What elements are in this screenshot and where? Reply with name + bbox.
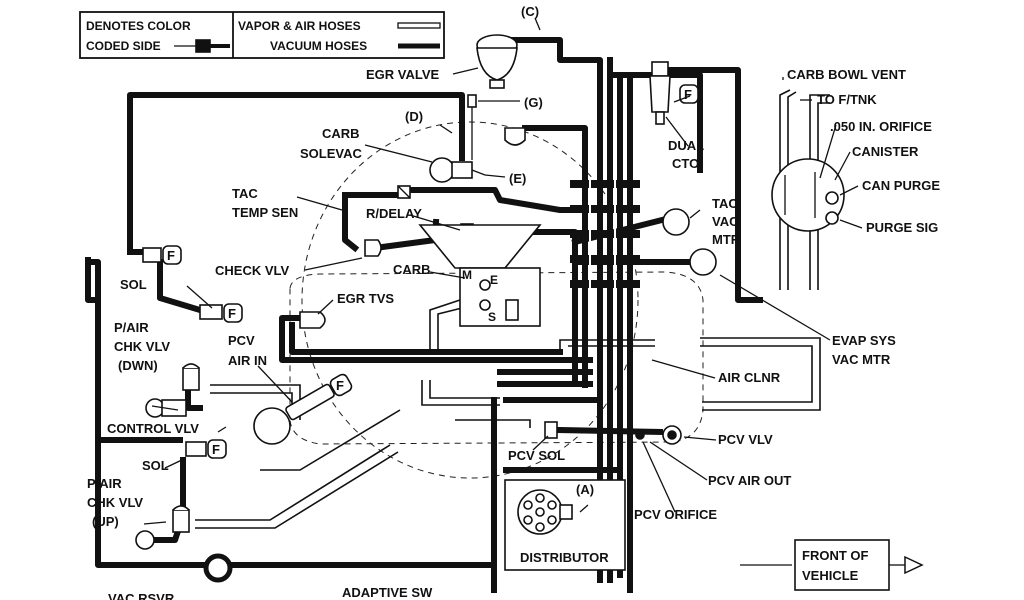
carb-port-m-label: M [462, 268, 472, 282]
label-check-vlv: CHECK VLV [215, 263, 289, 278]
label-vac-rsvr: VAC RSVR [108, 591, 175, 600]
legend-color-coded-text-2: CODED SIDE [86, 39, 161, 53]
dual-cto-icon [649, 61, 671, 125]
label-pcv-vlv: PCV VLV [718, 432, 773, 447]
label-d: (D) [405, 109, 423, 124]
solenoid-icon [142, 247, 223, 457]
label-pcv-air-out: PCV AIR OUT [708, 473, 791, 488]
label-g: (G) [524, 95, 543, 110]
p-air-check-valve-dwn-icon [182, 363, 200, 391]
label-adaptive-sw: ADAPTIVE SW [342, 585, 433, 600]
f-tag-text: F [212, 442, 220, 457]
leader-lines [143, 17, 863, 566]
f-tag-icon [223, 303, 243, 323]
label-tac-vac-mtr-3: MTR [712, 232, 741, 247]
f-tag-text: F [336, 378, 344, 393]
label-dual-cto-2: CTO [672, 156, 699, 171]
label-pcv-air-in-2: AIR IN [228, 353, 267, 368]
label-p-air-dwn-1: P/AIR [114, 320, 149, 335]
label-distributor: DISTRIBUTOR [520, 550, 609, 565]
canister-icon [771, 158, 845, 232]
pcv-sol-icon [544, 421, 558, 439]
manifold-bars [570, 178, 640, 292]
label-air-clnr: AIR CLNR [718, 370, 781, 385]
label-p-air-up-2: CHK VLV [87, 495, 143, 510]
legend-color-coded-text-1: DENOTES COLOR [86, 19, 191, 33]
labels: (C) EGR VALVE (G) (D) CARB SOLEVAC (E) T… [87, 4, 940, 600]
front-text-1: FRONT OF [802, 548, 868, 563]
label-tac-vac-mtr-2: VAC [712, 214, 739, 229]
label-evap-2: VAC MTR [832, 352, 891, 367]
tac-vac-motor-icon [662, 208, 690, 236]
legend-vapor-air-swatch [397, 22, 441, 29]
label-control-vlv: CONTROL VLV [107, 421, 199, 436]
egr-valve-icon [476, 34, 518, 89]
label-dual-cto-1: DUAL [668, 138, 704, 153]
label-p-air-dwn-3: (DWN) [118, 358, 158, 373]
evap-vac-motor-icon [689, 248, 717, 276]
pcv-air-in-icon [253, 383, 335, 445]
f-tag-text: F [684, 87, 692, 102]
carb-port-s-label: S [488, 310, 496, 324]
label-e: (E) [509, 171, 526, 186]
check-valve-icon [364, 239, 382, 257]
distributor-icon [504, 479, 626, 571]
f-tag-text: F [167, 248, 175, 263]
label-egr-tvs: EGR TVS [337, 291, 394, 306]
label-solevac: SOLEVAC [300, 146, 362, 161]
carb-port-e-label: E [490, 273, 498, 287]
label-r-delay: R/DELAY [366, 206, 422, 221]
label-carb-2: CARB [393, 262, 431, 277]
egr-tvs-icon [299, 311, 326, 329]
color-f-tags: F F F F F [162, 84, 699, 459]
label-canister: CANISTER [852, 144, 919, 159]
p-air-check-valve-up-cap-icon [135, 530, 155, 550]
label-temp-sen: TEMP SEN [232, 205, 298, 220]
label-c: (C) [521, 4, 539, 19]
label-carb: CARB [322, 126, 360, 141]
label-tac-vac-mtr-1: TAC [712, 196, 738, 211]
label-tac: TAC [232, 186, 258, 201]
label-a: (A) [576, 482, 594, 497]
vapor-air-hoses [195, 89, 830, 529]
f-tag-icon [162, 245, 182, 265]
vac-reservoir-icon [203, 553, 233, 583]
label-evap-1: EVAP SYS [832, 333, 896, 348]
pcv-orifice-icon [635, 430, 645, 440]
label-sol-1: SOL [120, 277, 147, 292]
label-p-air-up-1: P/AIR [87, 476, 122, 491]
label-p-air-dwn-2: CHK VLV [114, 339, 170, 354]
label-pcv-sol: PCV SOL [508, 448, 565, 463]
legend: DENOTES COLOR CODED SIDE VAPOR & AIR HOS… [79, 11, 445, 59]
legend-color-marker-icon [195, 39, 211, 53]
front-of-vehicle-indicator: FRONT OF VEHICLE [794, 539, 924, 591]
label-orifice: .050 IN. ORIFICE [830, 119, 932, 134]
label-pcv-orifice: PCV ORIFICE [634, 507, 717, 522]
f-tag-text: F [228, 306, 236, 321]
label-sol-2: SOL [142, 458, 169, 473]
vacuum-cap-icon [504, 127, 526, 146]
label-purge-sig: PURGE SIG [866, 220, 938, 235]
label-pcv-air-in-1: PCV [228, 333, 255, 348]
label-can-purge: CAN PURGE [862, 178, 940, 193]
g-connector-icon [467, 94, 477, 160]
pcv-valve-icon [662, 425, 682, 445]
carburetor-icon: E S M [418, 224, 542, 327]
p-air-check-valve-up-icon [172, 505, 190, 533]
label-carb-bowl-vent: CARB BOWL VENT [787, 67, 906, 82]
front-arrow-icon [904, 555, 924, 575]
legend-vapor-air-text: VAPOR & AIR HOSES [238, 19, 361, 33]
f-tag-icon [207, 439, 227, 459]
label-to-ftnk: TO F/TNK [817, 92, 877, 107]
front-text-2: VEHICLE [802, 568, 859, 583]
label-egr-valve: EGR VALVE [366, 67, 440, 82]
label-p-air-up-3: (UP) [92, 514, 119, 529]
carb-solevac-icon [429, 157, 486, 183]
legend-vacuum-text: VACUUM HOSES [270, 39, 367, 53]
f-tag-icon [329, 373, 353, 397]
